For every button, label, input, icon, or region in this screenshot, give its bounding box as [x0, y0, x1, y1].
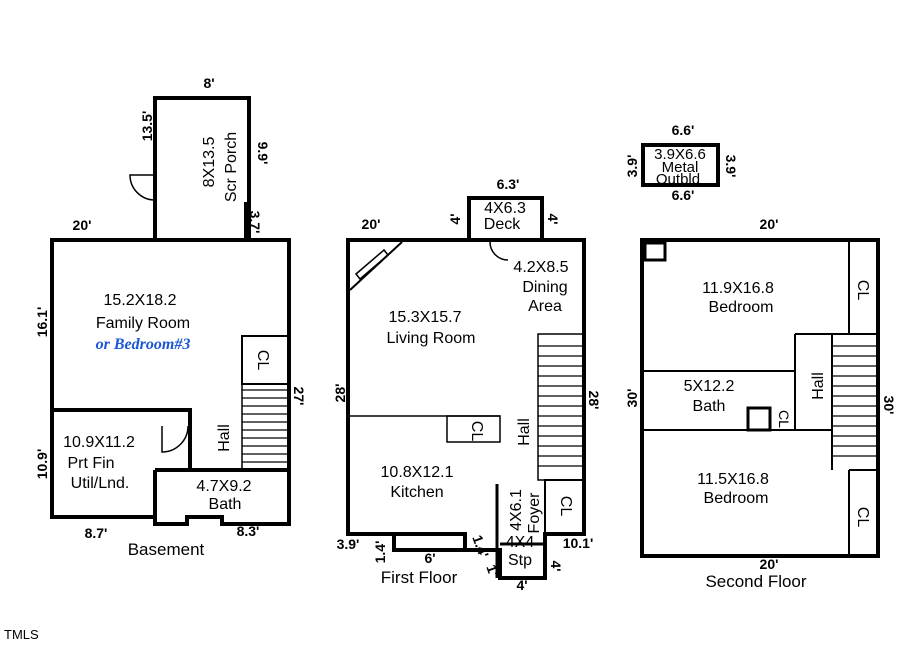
foyer-closet-label: CL — [557, 496, 574, 517]
basement-title: Basement — [128, 540, 205, 559]
basement-plan: 8X13.5 Scr Porch 15.2X18.2 Family Room o… — [34, 75, 307, 559]
dim-first-top: 20' — [362, 216, 381, 232]
kitchen-size: 10.8X12.1 — [381, 464, 454, 481]
basement-outer-wall — [50, 238, 291, 526]
foyer-size: 4X6.1 — [508, 489, 525, 531]
dim-porch-left: 13.5' — [139, 111, 155, 142]
living-size: 15.3X15.7 — [389, 309, 462, 326]
deck-name: Deck — [484, 216, 521, 233]
outbuilding-line2: Metal — [662, 159, 699, 176]
first-small-closet-label: CL — [468, 421, 485, 442]
door-swing-icon — [161, 425, 189, 453]
dim-first-right: 28' — [586, 391, 602, 410]
bedroom2-size: 11.5X16.8 — [697, 471, 769, 488]
dim-porch-top: 8' — [203, 75, 214, 91]
dim-first-bottom-mid: 6' — [424, 550, 435, 566]
first-floor-title: First Floor — [381, 568, 458, 587]
dim-basement-top: 20' — [73, 217, 92, 233]
second-floor-outer-wall — [640, 238, 880, 558]
dim-first-step3: 1' — [483, 562, 502, 578]
dining-line3: Area — [528, 298, 562, 315]
small-closet-box — [446, 415, 501, 443]
dim-deck-top: 6.3' — [497, 176, 520, 192]
second-bath-name: Bath — [693, 398, 726, 415]
step-size: 4X4 — [506, 534, 535, 551]
dim-step-bottom: 4' — [516, 577, 527, 593]
util-size: 10.9X11.2 — [63, 434, 135, 451]
util-line3: Util/Lnd. — [71, 475, 130, 492]
bedroom1-size: 11.9X16.8 — [702, 280, 774, 297]
dim-first-bottom-left: 3.9' — [337, 536, 360, 552]
family-room-alt: or Bedroom#3 — [96, 336, 191, 353]
step-name: Stp — [508, 552, 532, 569]
porch-size: 8X13.5 — [201, 137, 218, 188]
dim-basement-left-upper: 16.1' — [34, 307, 50, 338]
dim-first-step1: 1.4' — [372, 541, 388, 564]
basement-closet-label: CL — [254, 350, 271, 371]
dim-porch-right: 9.9' — [255, 142, 271, 165]
second-floor-title: Second Floor — [705, 572, 806, 591]
porch-name: Scr Porch — [223, 132, 240, 202]
basement-bath-name: Bath — [209, 496, 242, 513]
door-swing-icon — [129, 174, 156, 201]
dim-outbuilding-bottom: 6.6' — [672, 187, 695, 203]
bedroom2-name: Bedroom — [704, 490, 769, 507]
deck-size: 4X6.3 — [484, 200, 526, 217]
bath-closet-box — [746, 406, 772, 432]
second-bath-size: 5X12.2 — [684, 378, 735, 395]
dim-basement-bottom-right: 8.3' — [237, 523, 260, 539]
outbuilding-plan: 3.9X6.6 Metal Outbld 6.6' 6.6' 3.9' 3.9' — [624, 122, 739, 203]
second-top-closet-label: CL — [854, 280, 871, 301]
dim-step-right: 4' — [548, 560, 564, 571]
closet-box — [241, 335, 290, 385]
dim-basement-right: 27' — [291, 387, 307, 406]
dim-second-bottom: 20' — [760, 556, 779, 572]
dining-size: 4.2X8.5 — [513, 259, 568, 276]
basement-stairs — [242, 389, 289, 463]
dim-porch-step: 3.7' — [247, 211, 263, 234]
dining-line2: Dining — [522, 279, 567, 296]
dim-deck-left: 4' — [447, 213, 463, 224]
second-floor-plan: 11.9X16.8 Bedroom CL 5X12.2 Bath CL Hall… — [624, 216, 897, 591]
basement-bath-size: 4.7X9.2 — [196, 478, 251, 495]
dim-first-bottom-right: 10.1' — [563, 535, 594, 551]
dim-outbuilding-left: 3.9' — [624, 155, 640, 178]
bath-closet-label: CL — [776, 410, 792, 428]
dim-second-left: 30' — [624, 389, 640, 408]
outbuilding-size: 3.9X6.6 — [654, 146, 706, 163]
dim-first-left: 28' — [332, 384, 348, 403]
second-hall-label: Hall — [810, 372, 827, 400]
corner-box — [643, 241, 667, 262]
basement-hall-label: Hall — [216, 424, 233, 452]
second-bottom-closet-label: CL — [854, 507, 871, 528]
util-line2: Prt Fin — [67, 455, 114, 472]
living-name: Living Room — [387, 330, 476, 347]
family-room-name: Family Room — [96, 315, 190, 332]
bedroom1-name: Bedroom — [709, 299, 774, 316]
first-hall-label: Hall — [516, 418, 533, 446]
foyer-closet-box — [544, 479, 585, 535]
dim-basement-left-lower: 10.9' — [34, 449, 50, 480]
outbuilding-wall — [641, 143, 720, 187]
dim-basement-bottom-left: 8.7' — [85, 525, 108, 541]
second-floor-stairs — [832, 345, 878, 457]
dim-second-right: 30' — [881, 396, 897, 415]
dim-second-top: 20' — [760, 216, 779, 232]
family-room-size: 15.2X18.2 — [104, 292, 177, 309]
tmls-logo: TMLS — [4, 627, 39, 642]
first-floor-stairs — [538, 345, 584, 467]
outbuilding-line3: Outbld — [656, 171, 700, 188]
dim-deck-right: 4' — [545, 213, 561, 224]
foyer-name: Foyer — [526, 492, 543, 534]
first-floor-plan: 4X6.3 Deck 4.2X8.5 Dining Area 15.3X15.7… — [332, 176, 602, 593]
kitchen-name: Kitchen — [390, 484, 443, 501]
door-swing-icon — [489, 241, 509, 261]
dim-outbuilding-right: 3.9' — [723, 155, 739, 178]
dim-first-step2: 1.4' — [469, 533, 492, 560]
dim-outbuilding-top: 6.6' — [672, 122, 695, 138]
